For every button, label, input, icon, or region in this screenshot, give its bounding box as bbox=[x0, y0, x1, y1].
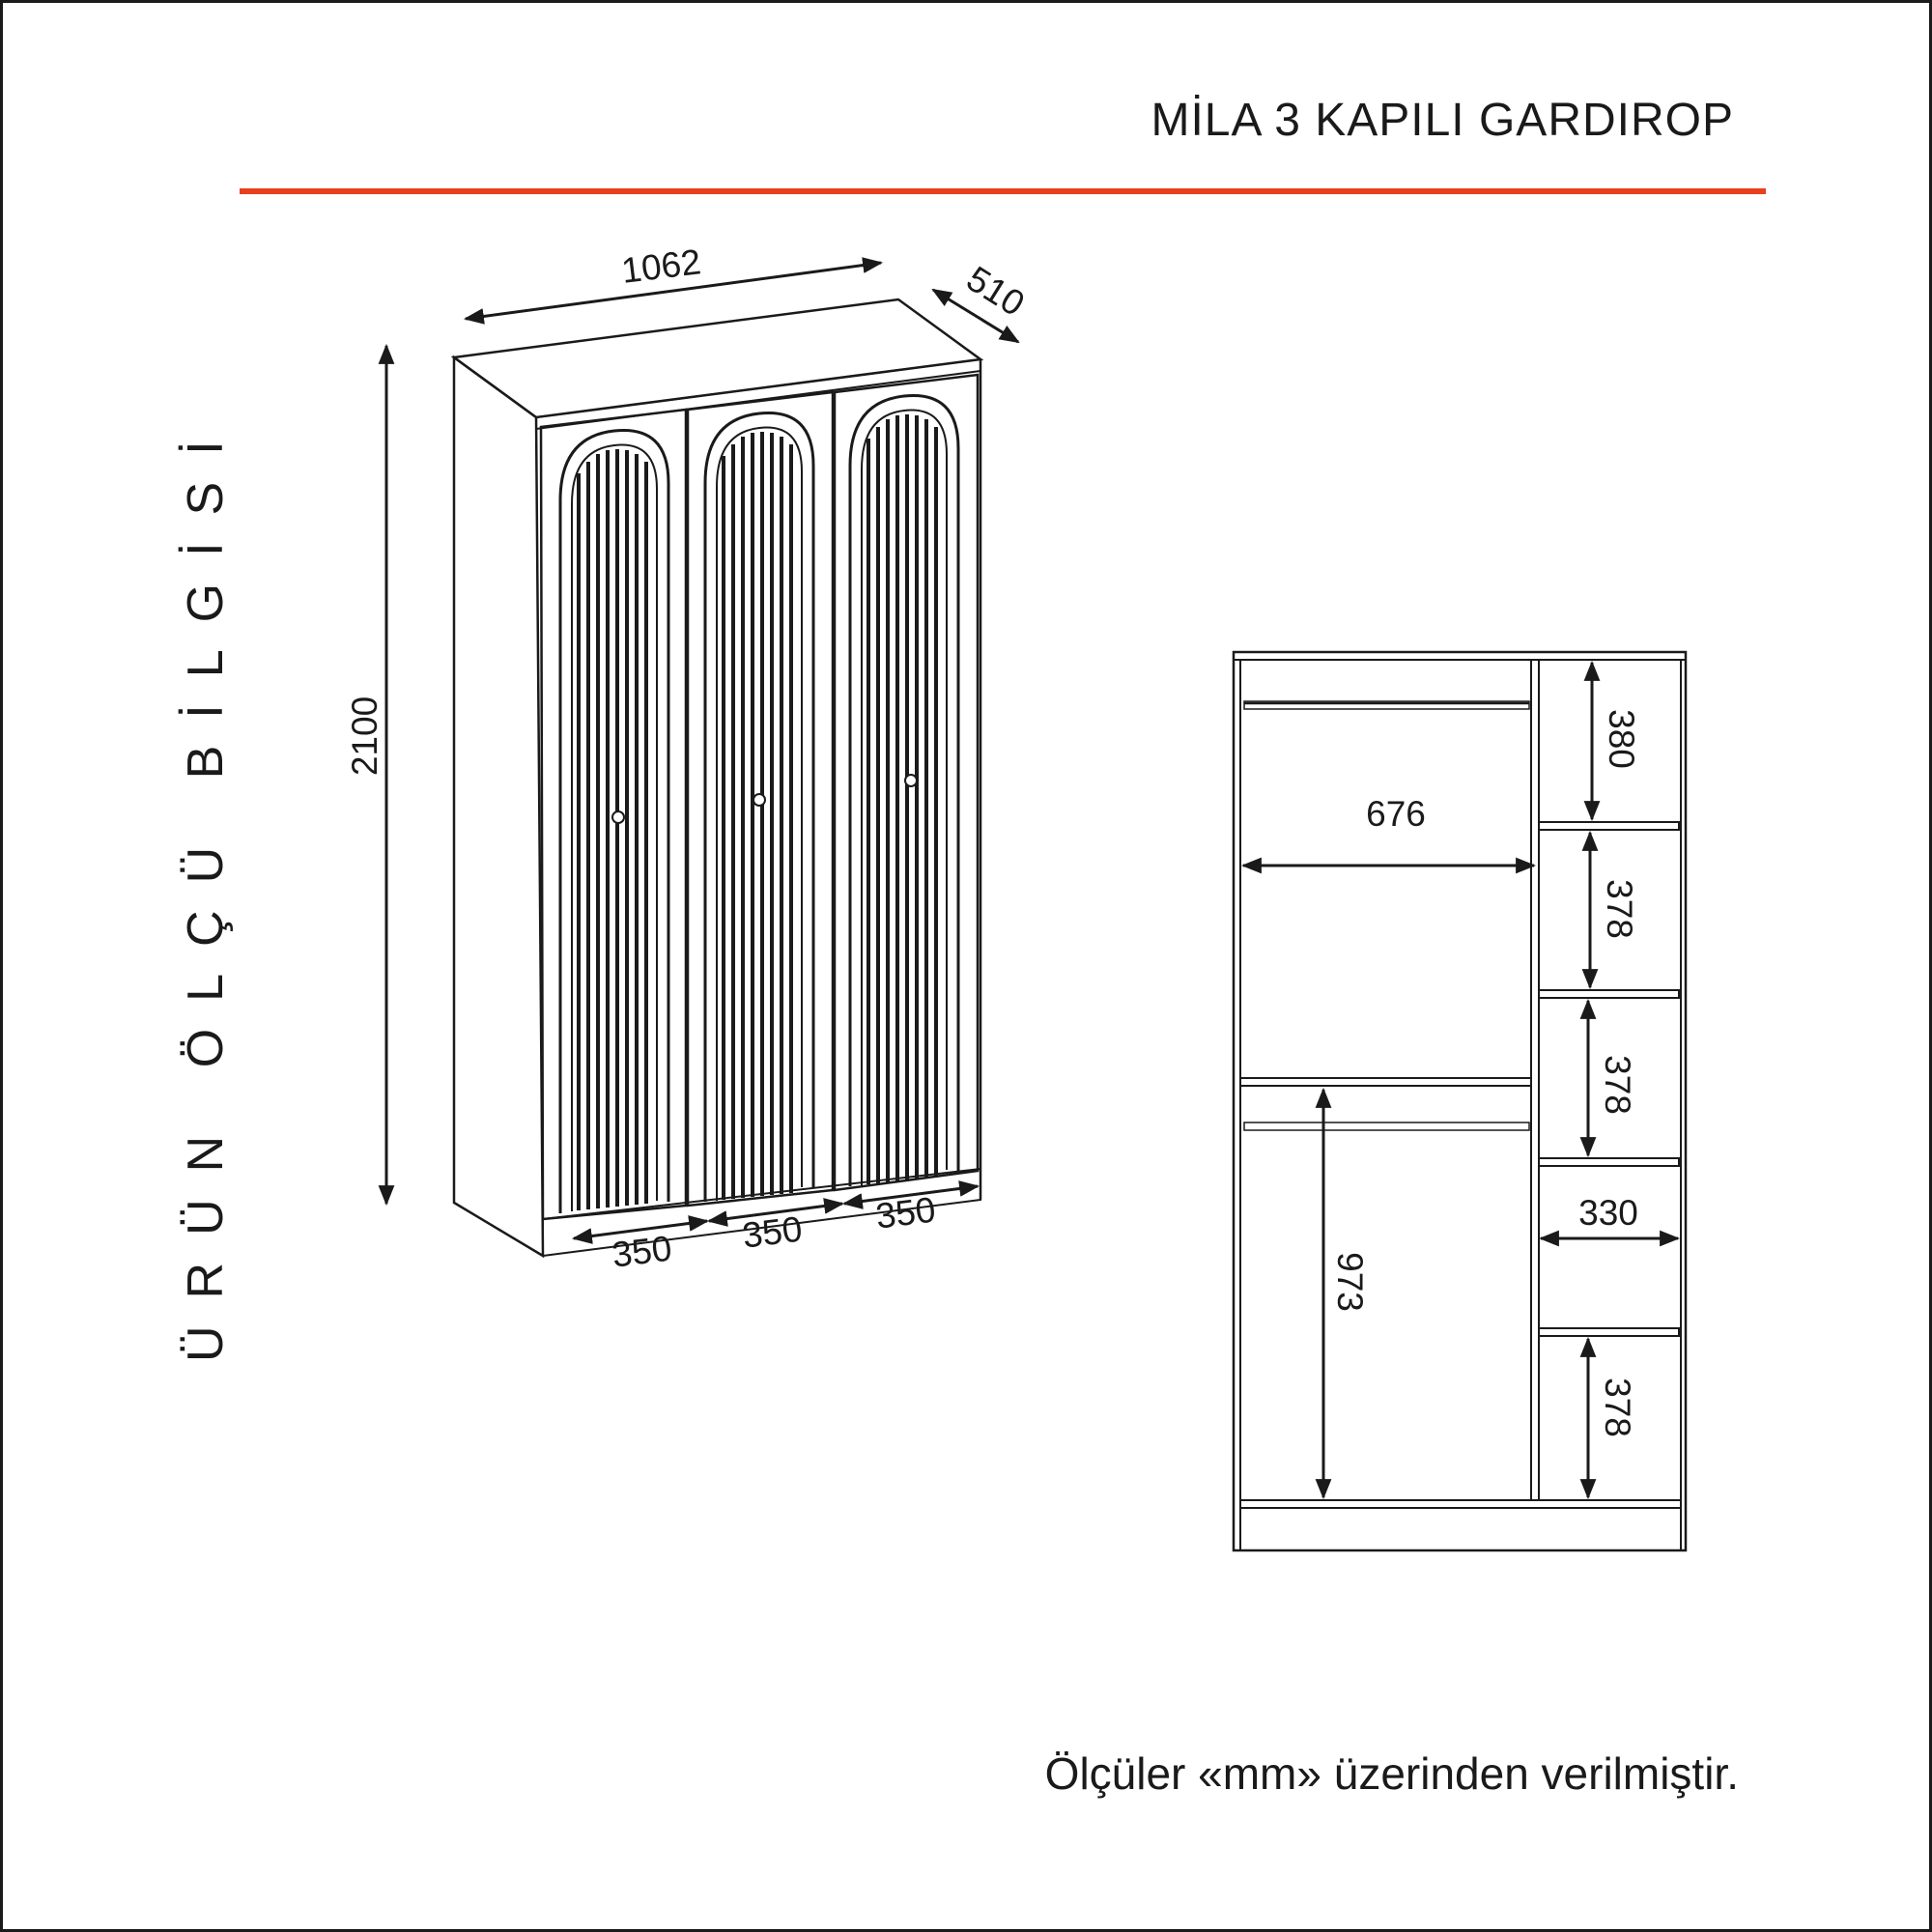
depth-dimension-line bbox=[931, 288, 1020, 344]
width-label: 1062 bbox=[619, 242, 703, 291]
right-shelf-3 bbox=[1538, 1157, 1680, 1167]
page-title: MİLA 3 KAPILI GARDIROP bbox=[1151, 95, 1734, 146]
door-left bbox=[539, 408, 688, 1221]
wardrobe-top bbox=[450, 298, 984, 419]
side-label: ÜRÜN ÖLÇÜ BİLGİSİ bbox=[178, 413, 234, 1362]
door-middle bbox=[686, 390, 835, 1208]
door-knob-icon bbox=[611, 810, 625, 824]
middle-shelf bbox=[1239, 1077, 1532, 1087]
inner-dimensions: 676 973 380 378 378 330 378 bbox=[1240, 660, 1681, 1500]
title-rule bbox=[240, 188, 1766, 194]
upper-hanging-rail bbox=[1243, 700, 1530, 710]
shelf-height-label-1: 380 bbox=[1602, 709, 1641, 769]
right-shelf-1 bbox=[1538, 821, 1680, 831]
shelf-height-label-4: 378 bbox=[1598, 1378, 1637, 1437]
door-knob-icon bbox=[753, 793, 766, 807]
door-width-label-2: 350 bbox=[740, 1208, 804, 1255]
wardrobe-front-view bbox=[450, 298, 984, 1259]
door-knob-icon bbox=[904, 774, 918, 787]
hanging-width-label: 676 bbox=[1366, 794, 1426, 834]
wardrobe-side-panel bbox=[452, 355, 545, 1259]
bottom-panel bbox=[1239, 1499, 1682, 1509]
right-shelf-2 bbox=[1538, 989, 1680, 999]
divider-panel bbox=[1530, 659, 1540, 1501]
shelf-height-label-3: 378 bbox=[1598, 1055, 1637, 1115]
lower-hanging-rail bbox=[1243, 1122, 1530, 1131]
door-width-line-2 bbox=[706, 1198, 845, 1227]
front-dimensions: 1062 510 2100 350 350 350 bbox=[345, 242, 1032, 1274]
units-note: Ölçüler «mm» üzerinden verilmiştir. bbox=[1045, 1748, 1739, 1799]
wardrobe-inner-view bbox=[1232, 650, 1688, 1552]
door-width-label-1: 350 bbox=[610, 1228, 673, 1274]
door-width-label-3: 350 bbox=[873, 1189, 937, 1236]
door-width-line-1 bbox=[571, 1215, 710, 1244]
shelf-height-label-2: 378 bbox=[1600, 879, 1639, 939]
height-label: 2100 bbox=[345, 696, 384, 776]
lower-hanging-height-label: 973 bbox=[1330, 1252, 1370, 1312]
door-width-line-3 bbox=[841, 1180, 980, 1209]
width-dimension-line bbox=[463, 257, 884, 325]
door-right bbox=[833, 373, 980, 1192]
right-shelf-4 bbox=[1538, 1327, 1680, 1337]
shelf-width-label: 330 bbox=[1578, 1193, 1638, 1233]
